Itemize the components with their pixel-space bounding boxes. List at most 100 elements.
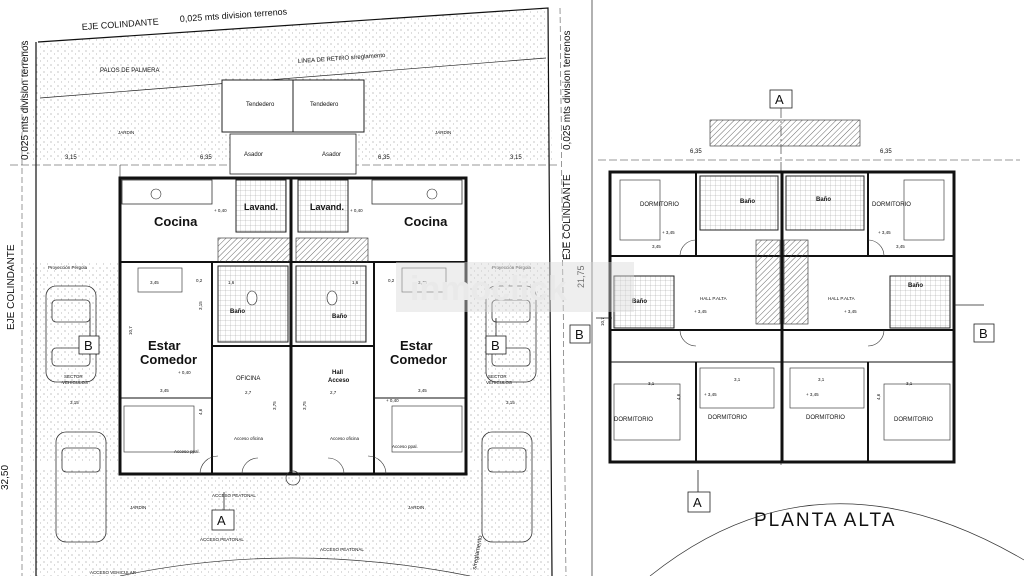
bano-right-upper: Baño xyxy=(908,283,923,289)
planta-alta: A 6,35 6,35 xyxy=(569,0,1024,577)
section-a-upper-bottom: A xyxy=(693,495,702,510)
dim-635-right: 6,35 xyxy=(378,155,390,161)
acceso-oficina-right: Acceso oficina xyxy=(330,436,360,441)
jardin-top-right: JARDIN xyxy=(435,130,451,135)
acceso-peatonal-1: ACCESO PEATONAL xyxy=(212,493,256,498)
dim-16-b: 1,6 xyxy=(352,280,359,285)
dim-315-right: 3,15 xyxy=(510,155,522,161)
dim-31-b: 3,1 xyxy=(734,377,741,382)
dormitorio-bottom-3: DORMITORIO xyxy=(806,415,845,421)
bano-right: Baño xyxy=(332,314,347,320)
acceso-ppal-right: Acceso ppal. xyxy=(392,444,418,449)
acceso-peatonal-3: ACCESO PEATONAL xyxy=(320,547,364,552)
dim-02-a: 0,2 xyxy=(196,278,203,283)
dim-27-b: 2,7 xyxy=(330,390,337,395)
bano-top-1: Baño xyxy=(740,199,755,205)
dormitorio-bottom-2: DORMITORIO xyxy=(708,415,747,421)
car-right xyxy=(485,285,537,383)
dim-315-left: 3,15 xyxy=(65,155,77,161)
level-cocina-right: + 0,40 xyxy=(350,208,363,213)
comedor-left: Comedor xyxy=(140,352,197,367)
section-a-top: A xyxy=(775,92,784,107)
level-cocina-left: + 0,40 xyxy=(214,208,227,213)
dim-107: 10,7 xyxy=(128,326,133,335)
car-bottom-right xyxy=(481,431,533,543)
dim-345-c: 3,45 xyxy=(160,388,169,393)
car-bottom-left xyxy=(55,431,107,543)
dim-46-upper-r: 4,6 xyxy=(876,393,881,400)
depth-dim: 21,75 xyxy=(576,265,586,288)
lavand-left: Lavand. xyxy=(244,202,278,212)
dormitorio-top-right: DORMITORIO xyxy=(872,202,911,208)
vehiculos-left: VEHICULOS xyxy=(62,380,88,385)
total-width-dim: 32,50 xyxy=(0,465,11,490)
estar-left: Estar xyxy=(148,338,181,353)
dormitorio-bottom-4: DORMITORIO xyxy=(894,417,933,423)
dim-375-b: 3,75 xyxy=(302,401,307,410)
hall-right-upper: HALL P.ALTA xyxy=(828,296,855,301)
vehiculos-right: VEHICULOS xyxy=(486,380,512,385)
proyeccion-left: Proyección Pérgola xyxy=(48,265,88,270)
level-dorm-tr: + 3,45 xyxy=(878,230,891,235)
eje-colindante-top: EJE COLINDANTE xyxy=(81,17,159,32)
dim-107-upper: 10,7 xyxy=(600,317,605,326)
sector-right: SECTOR xyxy=(488,374,507,379)
cocina-right: Cocina xyxy=(404,214,448,229)
bano-top-2: Baño xyxy=(816,197,831,203)
asador-right: Asador xyxy=(322,152,341,158)
dim-635-upper-right: 6,35 xyxy=(880,149,892,155)
section-b-right: B xyxy=(491,338,500,353)
bano-left-upper: Baño xyxy=(632,299,647,305)
dim-16-a: 1,6 xyxy=(228,280,235,285)
level-hall-l: + 3,45 xyxy=(694,309,707,314)
dim-46-upper-l: 4,6 xyxy=(676,393,681,400)
hall: Hall xyxy=(332,370,343,376)
estar-right: Estar xyxy=(400,338,433,353)
dim-31-d: 3,1 xyxy=(906,381,913,386)
cocina-left: Cocina xyxy=(154,214,198,229)
dim-345-upper-r: 3,45 xyxy=(896,244,905,249)
level-estar-left: + 0,40 xyxy=(178,370,191,375)
section-b-upper-right: B xyxy=(979,326,988,341)
property-boundary xyxy=(37,7,553,577)
planta-alta-title: PLANTA ALTA xyxy=(754,510,896,531)
dim-315-bl: 3,15 xyxy=(70,400,79,405)
planta-baja: EJE COLINDANTE 0,025 mts division terren… xyxy=(0,6,573,577)
dormitorio-bottom-1: DORMITORIO xyxy=(614,417,653,423)
garden-left-area xyxy=(30,262,118,462)
oficina: OFICINA xyxy=(236,376,260,382)
dim-31-c: 3,1 xyxy=(818,377,825,382)
house-walls xyxy=(118,176,468,476)
tendedero-right: Tendedero xyxy=(310,102,339,108)
dim-315-v: 3,15 xyxy=(198,301,203,310)
garden-bottom-area xyxy=(30,470,550,576)
section-b-left: B xyxy=(84,338,93,353)
level-dorm-tl: + 3,45 xyxy=(662,230,675,235)
jardin-bottom-left: JARDIN xyxy=(130,505,146,510)
asador-left: Asador xyxy=(244,152,263,158)
dim-635-left: 6,35 xyxy=(200,155,212,161)
dim-46: 4,6 xyxy=(198,408,203,415)
watermark: inmoclick xyxy=(396,262,634,312)
dim-635-upper-left: 6,35 xyxy=(690,149,702,155)
level-hall-r: + 3,45 xyxy=(844,309,857,314)
acceso-vehicular: ACCESO VEHICULAR xyxy=(90,570,137,575)
division-left: 0,025 mts division terrenos xyxy=(20,40,31,160)
dim-27-a: 2,7 xyxy=(245,390,252,395)
dim-02-b: 0,2 xyxy=(388,278,395,283)
dim-31-a: 3,1 xyxy=(648,381,655,386)
palos-palmera: PALOS DE PALMERA xyxy=(100,68,159,74)
acceso-oficina-left: Acceso oficina xyxy=(234,436,264,441)
dim-345-upper-l: 3,45 xyxy=(652,244,661,249)
dim-315-br: 3,15 xyxy=(506,400,515,405)
proyeccion-right: Proyección Pérgola xyxy=(492,265,532,270)
tendedero-left: Tendedero xyxy=(246,102,275,108)
dim-375-a: 3,75 xyxy=(272,401,277,410)
dim-345-d: 3,45 xyxy=(418,388,427,393)
watermark-text: inmoclick xyxy=(410,270,567,308)
acceso-ppal-left: Acceso ppal. xyxy=(174,449,200,454)
sector-left: SECTOR xyxy=(64,374,83,379)
dim-345-b: 3,45 xyxy=(418,280,427,285)
